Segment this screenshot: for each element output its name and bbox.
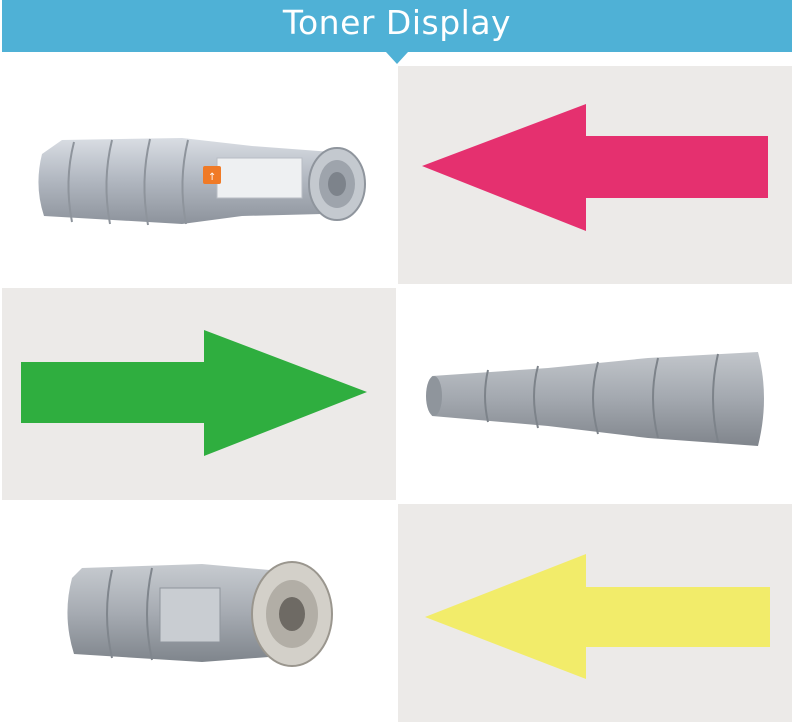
banner-notch xyxy=(386,52,408,64)
arrow-right-green xyxy=(21,330,367,456)
product-cell-3 xyxy=(2,506,396,722)
page-title: Toner Display xyxy=(282,3,512,42)
arrow-left-magenta xyxy=(422,104,768,231)
arrow-left-yellow xyxy=(425,554,770,679)
arrow-cell-3 xyxy=(398,504,792,722)
svg-text:↑: ↑ xyxy=(208,172,216,183)
arrow-cell-2 xyxy=(2,288,396,500)
toner-cartridge-image-2 xyxy=(426,352,764,446)
arrow-cell-1 xyxy=(398,66,792,284)
header-banner: Toner Display xyxy=(2,0,792,52)
product-cell-2 xyxy=(398,288,792,500)
toner-cartridge-image-1: ↑ xyxy=(38,138,366,226)
toner-cartridge-image-3 xyxy=(67,561,333,667)
product-cell-1: ↑ xyxy=(2,66,396,284)
